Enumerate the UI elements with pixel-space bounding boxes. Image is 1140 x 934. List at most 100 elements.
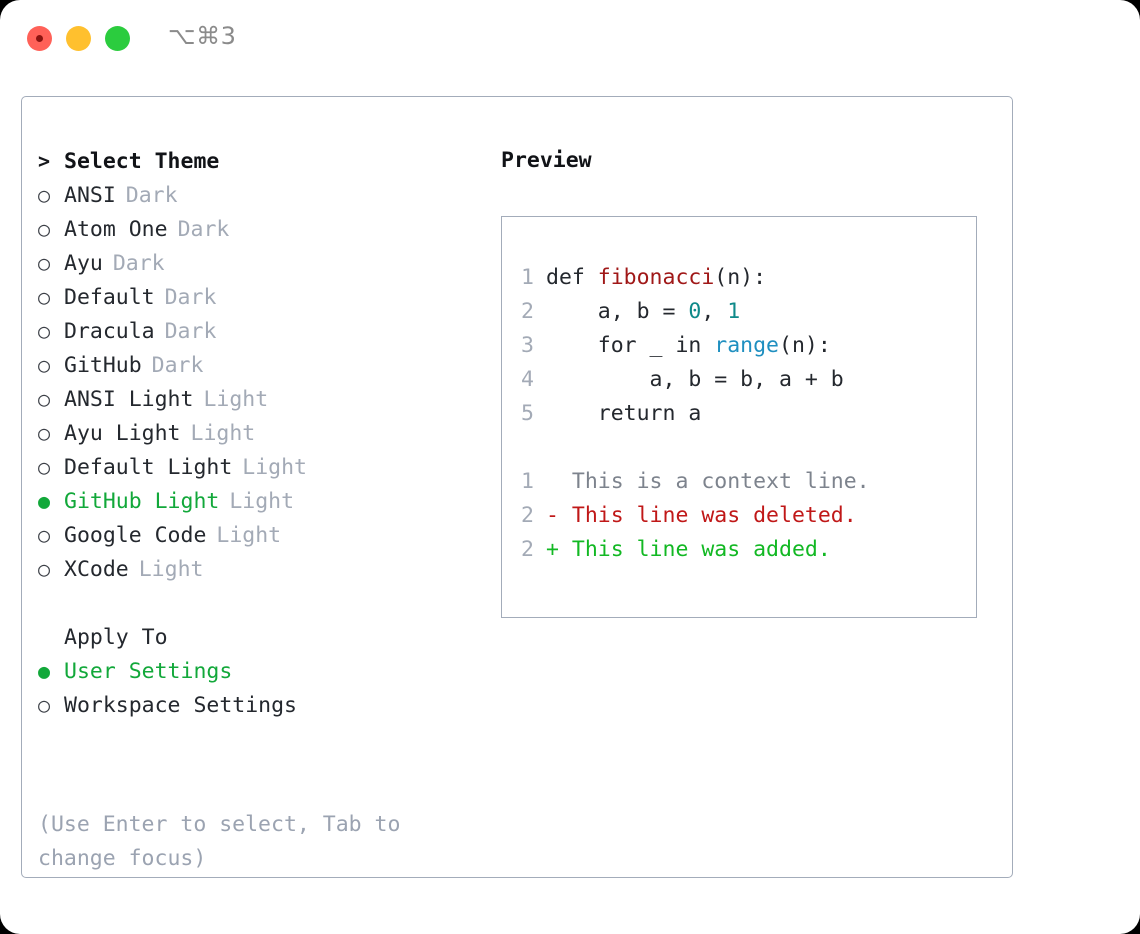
line-number: 1	[521, 265, 534, 290]
theme-name-label: Default Light	[64, 455, 233, 480]
theme-picker-heading: > Select Theme	[38, 144, 478, 178]
theme-name-label: Ayu Light	[64, 421, 181, 446]
apply-to-list: ● User Settings ○ Workspace Settings	[38, 654, 478, 722]
theme-list-item[interactable]: ○ Dracula Dark	[38, 314, 478, 348]
theme-variant-badge: Light	[229, 489, 295, 514]
keyboard-shortcut-label: ⌥⌘3	[168, 22, 237, 50]
line-number: 2	[521, 537, 534, 562]
radio-unselected-icon[interactable]: ○	[38, 523, 51, 547]
theme-list-item[interactable]: ○ XCode Light	[38, 552, 478, 586]
theme-variant-badge: Light	[138, 557, 204, 582]
code-line: 3 for _ in range(n):	[520, 329, 870, 363]
preview-title: Preview	[501, 148, 592, 173]
radio-unselected-icon[interactable]: ○	[38, 693, 51, 717]
code-blank-line	[520, 431, 870, 465]
close-window-button[interactable]	[27, 26, 52, 51]
radio-selected-icon[interactable]: ●	[38, 489, 51, 513]
radio-unselected-icon[interactable]: ○	[38, 557, 51, 581]
code-line: 5 return a	[520, 397, 870, 431]
minimize-window-button[interactable]	[66, 26, 91, 51]
code-token: (n):	[779, 333, 831, 358]
radio-unselected-icon[interactable]: ○	[38, 455, 51, 479]
theme-list-item[interactable]: ○ Default Light Light	[38, 450, 478, 484]
code-token: ,	[701, 299, 728, 324]
theme-name-label: XCode	[64, 557, 129, 582]
theme-list-item[interactable]: ○ GitHub Dark	[38, 348, 478, 382]
radio-unselected-icon[interactable]: ○	[38, 421, 51, 445]
diff-sign: +	[546, 537, 572, 562]
diff-text: This is a context line.	[571, 469, 870, 494]
radio-unselected-icon[interactable]: ○	[38, 251, 51, 275]
radio-selected-icon[interactable]: ●	[38, 659, 51, 683]
theme-list-item[interactable]: ○ Ayu Dark	[38, 246, 478, 280]
apply-to-label: Workspace Settings	[64, 693, 297, 718]
diff-sign: -	[546, 503, 572, 528]
theme-variant-badge: Dark	[112, 251, 165, 276]
line-number: 2	[521, 299, 534, 324]
diff-line: 2 + This line was added.	[520, 533, 870, 567]
code-token: def	[546, 265, 598, 290]
theme-picker-heading-label: Select Theme	[64, 149, 220, 174]
apply-to-label: User Settings	[64, 659, 233, 684]
diff-text: This line was added.	[571, 537, 831, 562]
theme-name-label: Dracula	[64, 319, 155, 344]
diff-line: 1 This is a context line.	[520, 465, 870, 499]
theme-variant-badge: Light	[216, 523, 282, 548]
theme-variant-badge: Dark	[164, 319, 217, 344]
theme-name-label: ANSI	[64, 183, 116, 208]
line-number: 1	[521, 469, 534, 494]
code-token: return a	[546, 401, 702, 426]
section-spacer	[38, 586, 478, 620]
apply-to-heading-spacer	[38, 620, 64, 654]
line-number: 3	[521, 333, 534, 358]
code-line: 4 a, b = b, a + b	[520, 363, 870, 397]
line-number: 2	[521, 503, 534, 528]
title-bar: ⌥⌘3	[0, 0, 1140, 76]
radio-unselected-icon[interactable]: ○	[38, 183, 51, 207]
theme-name-label: GitHub	[64, 353, 142, 378]
theme-name-label: Default	[64, 285, 155, 310]
code-token: a, b = b, a + b	[546, 367, 844, 392]
theme-variant-badge: Dark	[177, 217, 230, 242]
code-token: for _ in	[546, 333, 715, 358]
diff-sign	[546, 469, 572, 494]
prompt-caret-icon: >	[38, 149, 51, 173]
theme-name-label: Ayu	[64, 251, 103, 276]
theme-list-item[interactable]: ● GitHub Light Light	[38, 484, 478, 518]
theme-name-label: ANSI Light	[64, 387, 194, 412]
keyboard-hint-text: (Use Enter to select, Tab to change focu…	[38, 812, 401, 871]
code-token: (n):	[714, 265, 767, 290]
code-token: 1	[727, 299, 741, 324]
theme-name-label: GitHub Light	[64, 489, 220, 514]
line-number: 4	[521, 367, 534, 392]
theme-variant-badge: Light	[242, 455, 308, 480]
code-line: 2 a, b = 0, 1	[520, 295, 870, 329]
maximize-window-button[interactable]	[105, 26, 130, 51]
apply-to-item[interactable]: ○ Workspace Settings	[38, 688, 478, 722]
code-token: a, b =	[546, 299, 689, 324]
radio-unselected-icon[interactable]: ○	[38, 319, 51, 343]
theme-list-item[interactable]: ○ ANSI Light Light	[38, 382, 478, 416]
theme-variant-badge: Light	[190, 421, 256, 446]
radio-unselected-icon[interactable]: ○	[38, 387, 51, 411]
theme-variant-badge: Light	[203, 387, 269, 412]
radio-unselected-icon[interactable]: ○	[38, 217, 51, 241]
radio-unselected-icon[interactable]: ○	[38, 285, 51, 309]
diff-line: 2- This line was deleted.	[520, 499, 870, 533]
theme-list-item[interactable]: ○ Ayu Light Light	[38, 416, 478, 450]
theme-variant-badge: Dark	[151, 353, 204, 378]
apply-to-item[interactable]: ● User Settings	[38, 654, 478, 688]
radio-unselected-icon[interactable]: ○	[38, 353, 51, 377]
apply-to-heading-label: Apply To	[64, 625, 168, 650]
